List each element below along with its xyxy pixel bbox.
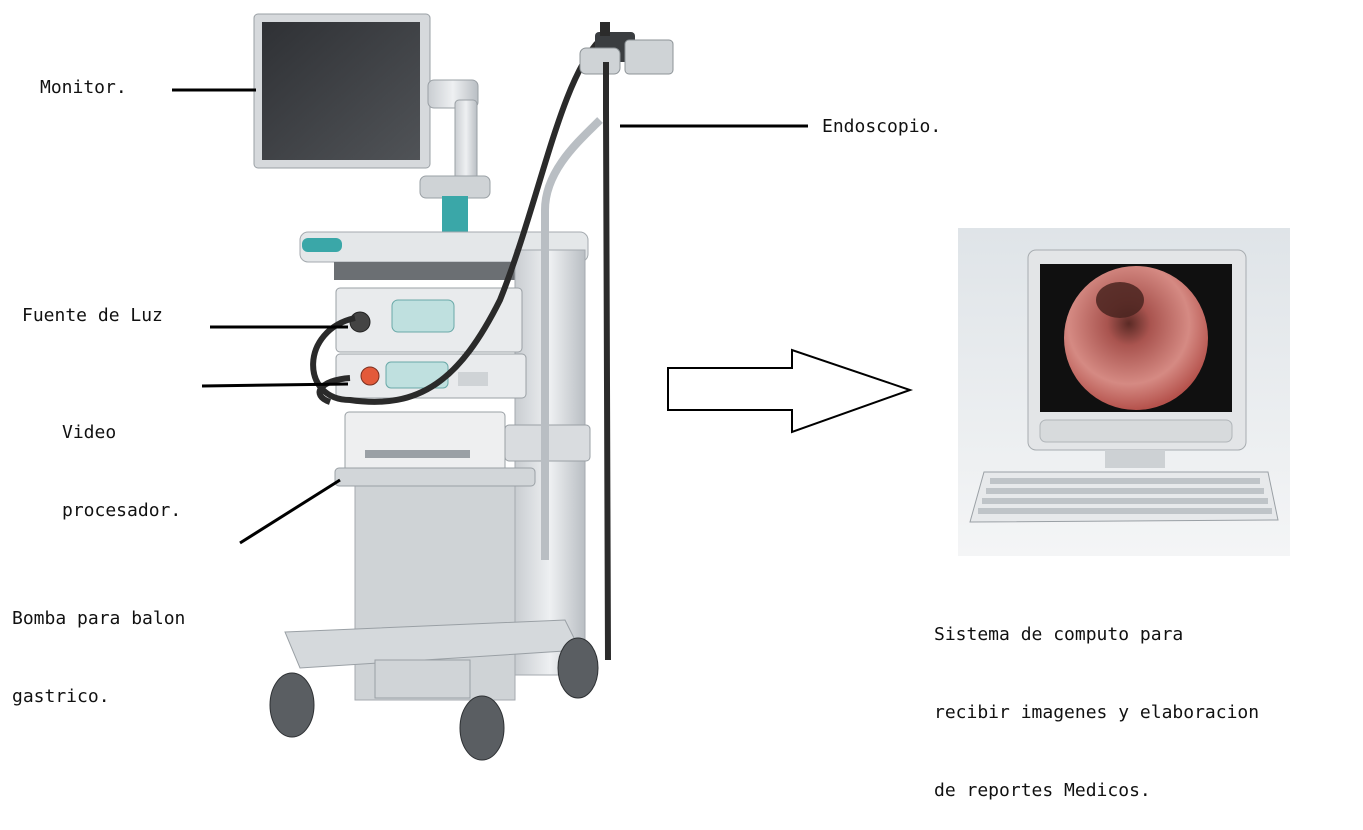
label-video-processor: Video procesador. — [62, 368, 181, 550]
label-computer-line3: de reportes Medicos. — [934, 778, 1259, 804]
label-video-processor-line2: procesador. — [62, 498, 181, 524]
label-endoscope: Endoscopio. — [822, 114, 941, 140]
light-source-unit — [336, 288, 522, 352]
leader-line-pump — [240, 480, 340, 543]
leader-line-video-processor — [202, 384, 348, 386]
label-balloon-pump-line1: Bomba para balon — [12, 606, 185, 632]
endoscope — [580, 22, 673, 660]
computer-system-photo — [958, 228, 1290, 556]
video-processor-unit — [336, 354, 526, 398]
label-computer-line2: recibir imagenes y elaboracion — [934, 700, 1259, 726]
flow-arrow — [668, 350, 910, 432]
label-balloon-pump: Bomba para balon gastrico. — [12, 554, 185, 736]
label-light-source: Fuente de Luz — [22, 303, 163, 329]
label-balloon-pump-line2: gastrico. — [12, 684, 185, 710]
label-video-processor-line1: Video — [62, 420, 181, 446]
label-monitor: Monitor. — [40, 75, 127, 101]
endoscopy-cart — [254, 14, 600, 760]
cart-monitor — [254, 14, 490, 236]
label-computer-line1: Sistema de computo para — [934, 622, 1259, 648]
label-computer-system: Sistema de computo para recibir imagenes… — [934, 570, 1259, 830]
